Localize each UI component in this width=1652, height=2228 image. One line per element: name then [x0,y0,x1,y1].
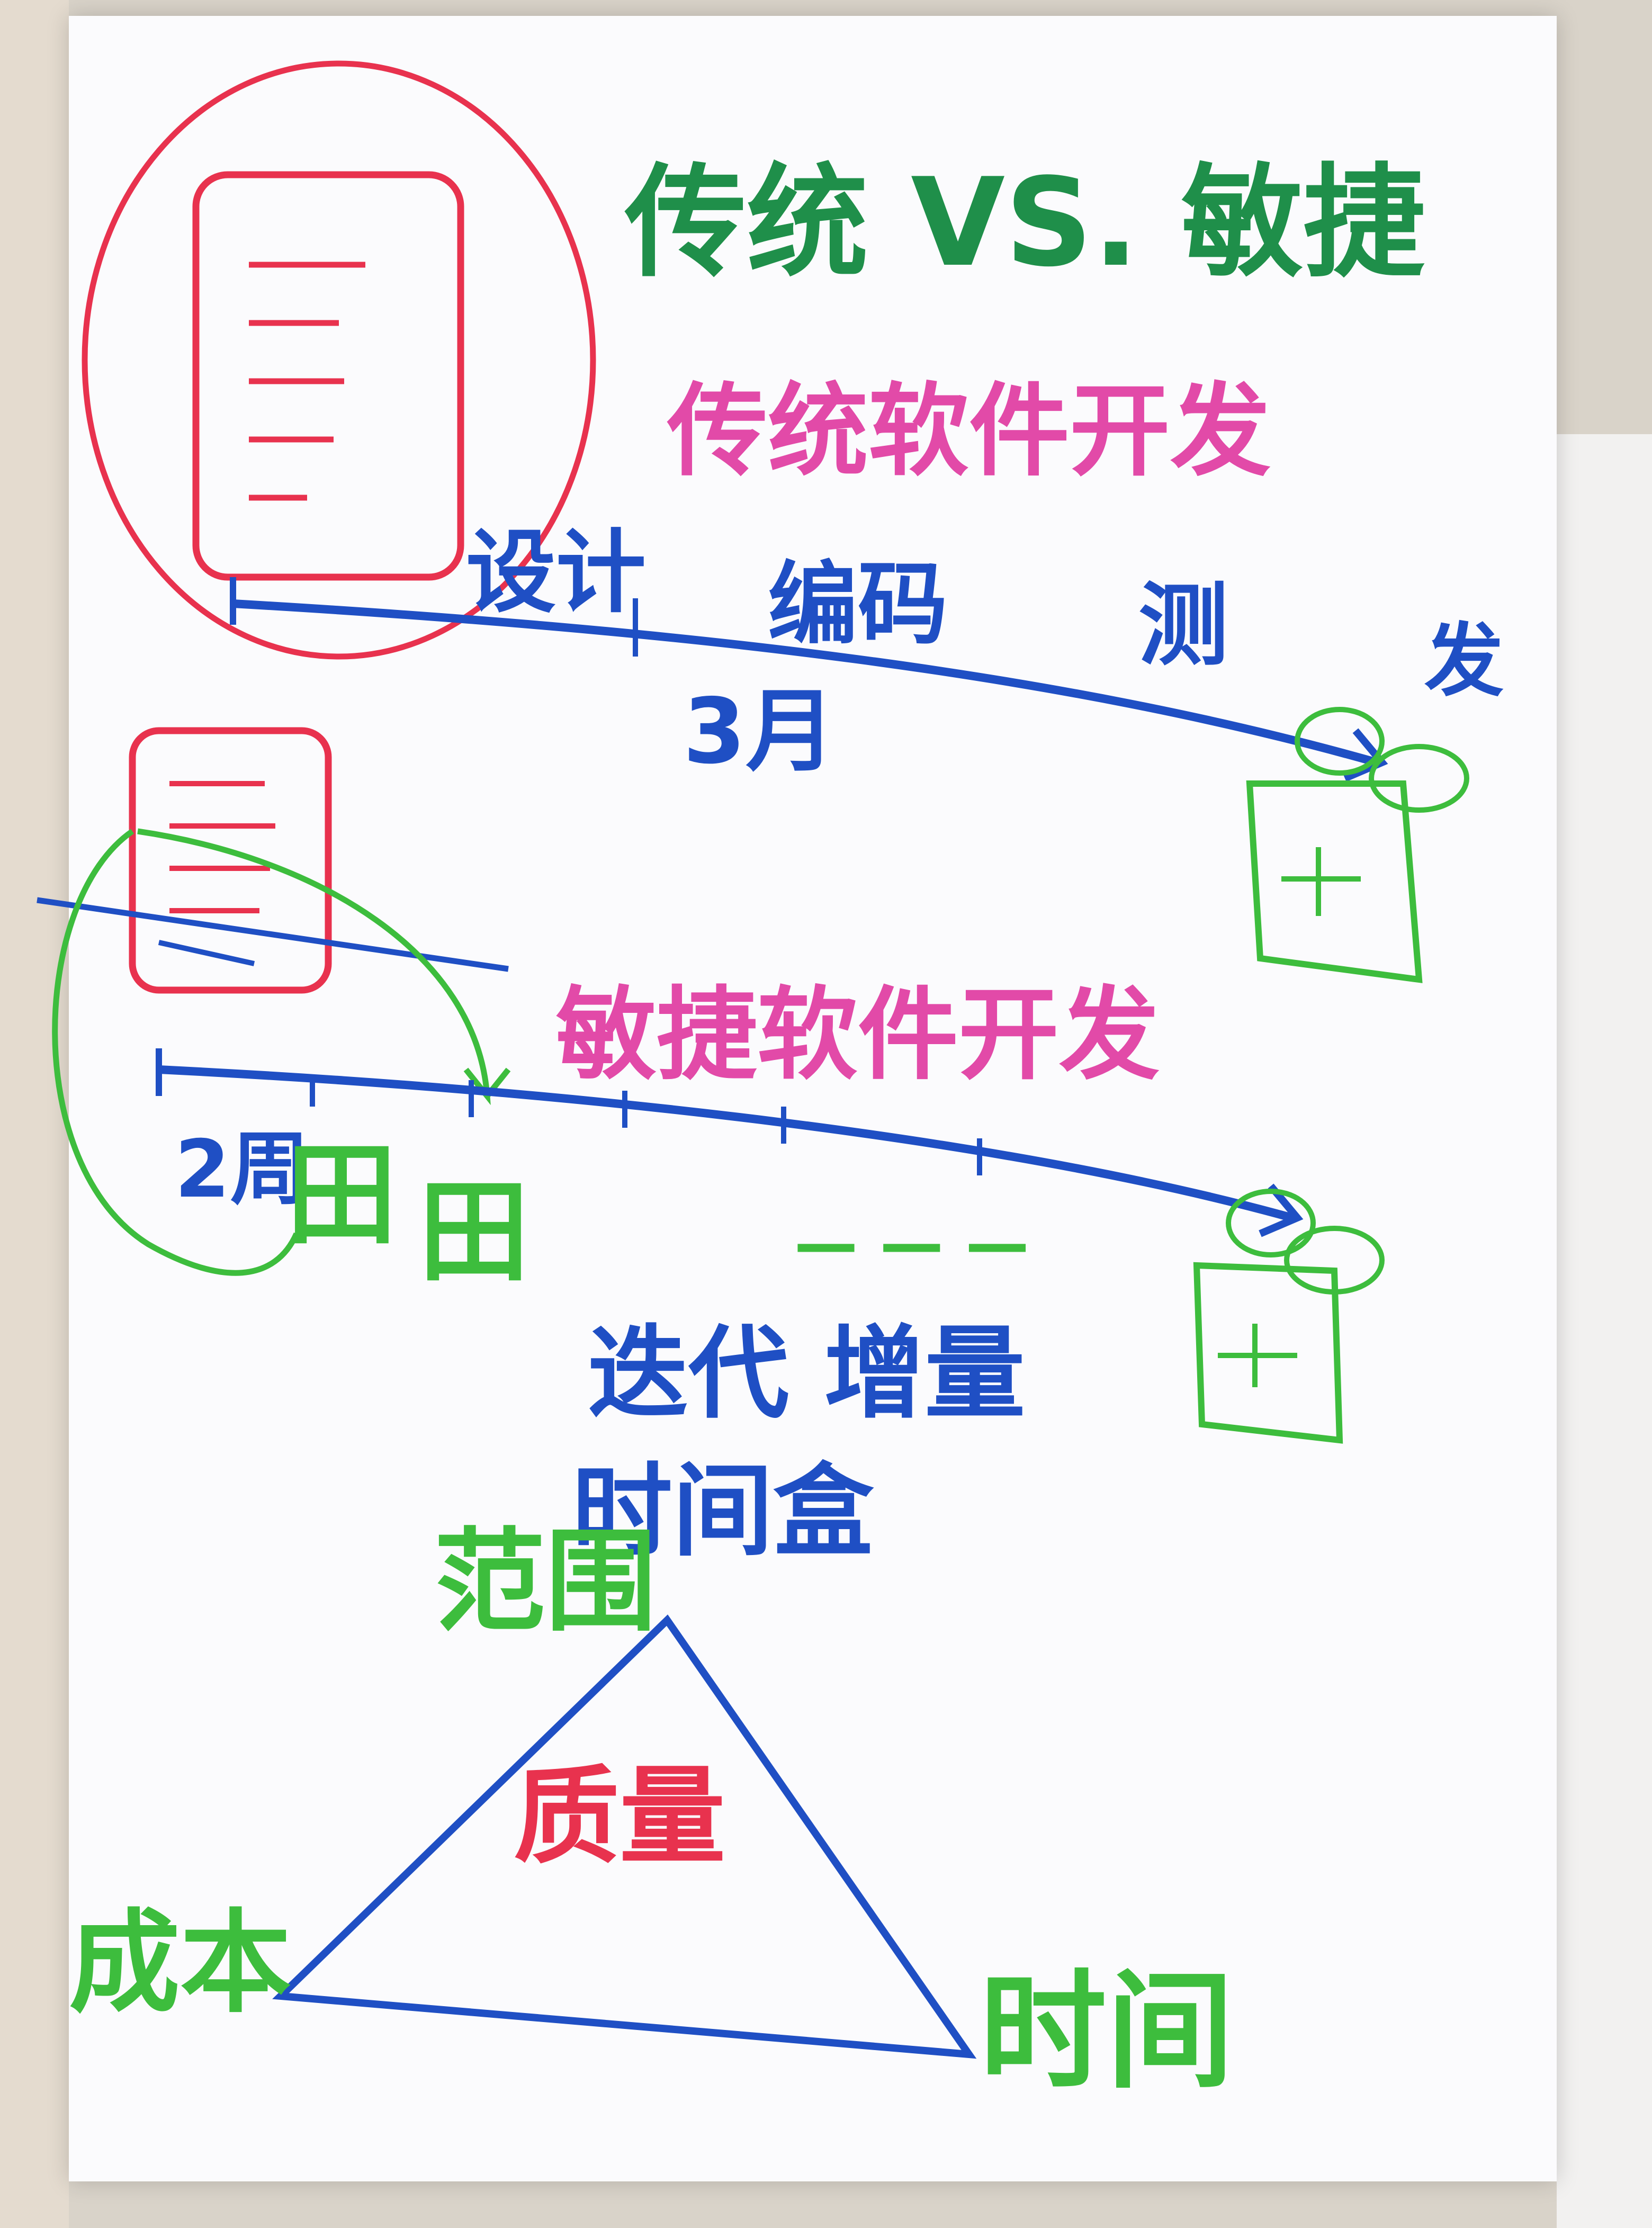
gift-icon [1193,1189,1385,1444]
paper-stack-edge [1557,434,1652,2228]
traditional-heading: 传统软件开发 [667,373,1271,490]
requirements-document-traditional [82,60,596,660]
concept-iterative-incremental: 迭代 增量 [588,1315,1025,1432]
project-triangle [272,1614,977,2059]
agile-dashes: — — — [794,1207,1029,1281]
triangle-cost: 成本 [69,1898,291,2028]
traditional-duration: 3月 [683,679,836,784]
concept-timebox: 时间盒 [572,1453,874,1570]
agile-heading: 敏捷软件开发 [556,976,1160,1093]
sprint-increment-2: 田 [418,1167,529,1297]
phase-test: 测 [1138,573,1228,678]
phase-coding: 编码 [768,552,948,657]
gift-icon [1246,707,1469,983]
triangle-scope: 范围 [434,1517,657,1647]
phase-design: 设计 [466,520,646,625]
phase-release: 发 [1424,615,1504,707]
agile-cycle: 2周 [175,1124,309,1216]
agile-timeline [156,1048,1304,1237]
triangle-time: 时间 [980,1957,1234,2106]
flipchart-sheet [69,16,1557,2181]
wall-background [0,0,69,2228]
requirements-document-agile [37,727,509,994]
triangle-quality: 质量 [514,1755,725,1879]
page-title: 传统 VS. 敏捷 [624,152,1425,294]
sprint-increment-1: 田 [286,1130,397,1260]
